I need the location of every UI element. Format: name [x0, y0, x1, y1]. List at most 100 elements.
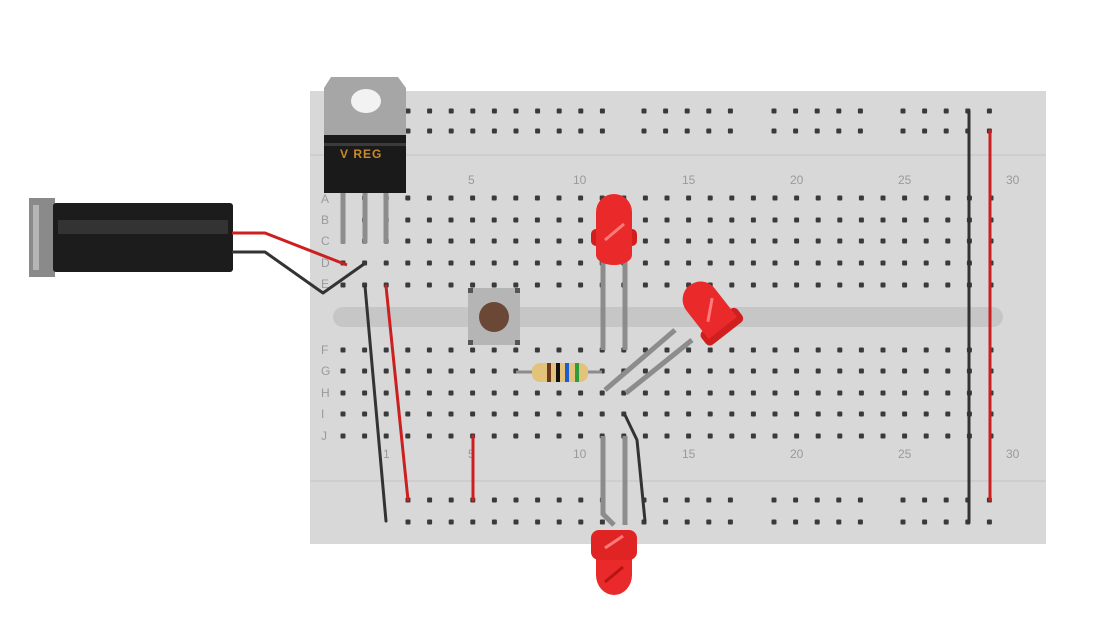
hole-bottom-r0-c27 [923, 347, 929, 353]
hole-bottom-r0-c9 [534, 347, 540, 353]
rail-hole-0-0-g0-4 [491, 108, 497, 114]
hole-top-r2-c25 [880, 238, 886, 244]
hole-top-r1-c3 [405, 217, 411, 223]
hole-top-r1-c11 [578, 217, 584, 223]
hole-bottom-r3-c7 [491, 411, 497, 417]
center-channel [333, 307, 1003, 327]
hole-bottom-r0-c0 [340, 347, 346, 353]
hole-bottom-r3-c22 [815, 411, 821, 417]
rail-hole-0-0-g0-2 [448, 108, 454, 114]
hole-bottom-r4-c5 [448, 433, 454, 439]
col-label-25-top: 25 [898, 173, 912, 187]
hole-top-r3-c19 [750, 260, 756, 266]
hole-top-r3-c23 [837, 260, 843, 266]
rail-hole-0-0-g0-1 [427, 108, 433, 114]
hole-bottom-r2-c8 [513, 390, 519, 396]
hole-bottom-r1-c2 [383, 368, 389, 374]
rail-hole-1-1-g4-0 [900, 519, 906, 525]
hole-bottom-r4-c0 [340, 433, 346, 439]
hole-top-r3-c7 [491, 260, 497, 266]
hole-bottom-r3-c16 [686, 411, 692, 417]
led-bottom-glint-2 [604, 565, 624, 584]
hole-top-r3-c2 [383, 260, 389, 266]
jack-body-shine [58, 220, 228, 234]
hole-top-r2-c19 [750, 238, 756, 244]
hole-bottom-r3-c28 [945, 411, 951, 417]
row-label-g: G [321, 364, 330, 378]
hole-bottom-r4-c15 [664, 433, 670, 439]
hole-bottom-r4-c27 [923, 433, 929, 439]
rail-hole-0-0-g1-4 [599, 108, 605, 114]
hole-top-r2-c21 [794, 238, 800, 244]
rail-hole-0-0-g3-3 [836, 108, 842, 114]
hole-top-r0-c6 [470, 195, 476, 201]
rail-hole-1-1-g3-3 [836, 519, 842, 525]
hole-bottom-r3-c17 [707, 411, 713, 417]
rail-hole-1-1-g4-2 [943, 519, 949, 525]
hole-top-r0-c25 [880, 195, 886, 201]
col-label-20-bottom: 20 [790, 447, 804, 461]
hole-top-r4-c7 [491, 282, 497, 288]
hole-top-r2-c9 [534, 238, 540, 244]
rail-hole-0-1-g1-0 [513, 128, 519, 134]
hole-bottom-r1-c23 [837, 368, 843, 374]
rail-hole-0-0-g3-2 [814, 108, 820, 114]
led-diagonal-glint [706, 297, 714, 323]
rail-hole-0-1-g2-4 [727, 128, 733, 134]
hole-bottom-r0-c21 [794, 347, 800, 353]
hole-bottom-r4-c8 [513, 433, 519, 439]
hole-top-r1-c24 [858, 217, 864, 223]
hole-bottom-r2-c7 [491, 390, 497, 396]
rail-hole-0-1-g4-2 [943, 128, 949, 134]
hole-top-r2-c22 [815, 238, 821, 244]
hole-top-r2-c28 [945, 238, 951, 244]
resistor-band-4 [575, 363, 579, 382]
led-bottom-lead-1 [600, 436, 616, 527]
hole-bottom-r2-c28 [945, 390, 951, 396]
hole-bottom-r0-c3 [405, 347, 411, 353]
hole-top-r0-c7 [491, 195, 497, 201]
hole-bottom-r3-c12 [599, 411, 605, 417]
rail-hole-0-1-g3-2 [814, 128, 820, 134]
col-label-10-top: 10 [573, 173, 587, 187]
rail-hole-0-1-g2-0 [641, 128, 647, 134]
hole-bottom-r3-c3 [405, 411, 411, 417]
hole-bottom-r2-c11 [578, 390, 584, 396]
rail-hole-0-0-g1-3 [578, 108, 584, 114]
hole-top-r2-c20 [772, 238, 778, 244]
rail-hole-1-1-g3-1 [793, 519, 799, 525]
hole-bottom-r3-c26 [902, 411, 908, 417]
rail-hole-0-1-g0-2 [448, 128, 454, 134]
hole-bottom-r0-c2 [383, 347, 389, 353]
hole-bottom-r2-c12 [599, 390, 605, 396]
hole-bottom-r3-c8 [513, 411, 519, 417]
hole-bottom-r1-c3 [405, 368, 411, 374]
col-label-30-top: 30 [1006, 173, 1020, 187]
hole-bottom-r0-c25 [880, 347, 886, 353]
rail-hole-0-0-g3-1 [793, 108, 799, 114]
hole-top-r4-c14 [642, 282, 648, 288]
rail-hole-1-0-g1-3 [578, 497, 584, 503]
hole-top-r4-c15 [664, 282, 670, 288]
hole-top-r4-c25 [880, 282, 886, 288]
hole-top-r3-c9 [534, 260, 540, 266]
rail-hole-1-0-g1-1 [535, 497, 541, 503]
rail-hole-0-1-g3-1 [793, 128, 799, 134]
hole-bottom-r0-c17 [707, 347, 713, 353]
hole-top-r2-c16 [686, 238, 692, 244]
hole-bottom-r0-c15 [664, 347, 670, 353]
led-bottom-rim [591, 530, 637, 560]
rail-hole-1-0-g4-2 [943, 497, 949, 503]
regulator-label: V REG [340, 147, 382, 161]
hole-top-r1-c8 [513, 217, 519, 223]
hole-bottom-r0-c16 [686, 347, 692, 353]
col-label-15-top: 15 [682, 173, 696, 187]
hole-bottom-r1-c19 [750, 368, 756, 374]
led-diagonal [603, 281, 744, 395]
rail-hole-1-1-g0-1 [427, 519, 433, 525]
hole-bottom-r4-c17 [707, 433, 713, 439]
hole-top-r3-c25 [880, 260, 886, 266]
jack-wire-black [232, 250, 365, 295]
jack-wire-red [232, 231, 348, 267]
